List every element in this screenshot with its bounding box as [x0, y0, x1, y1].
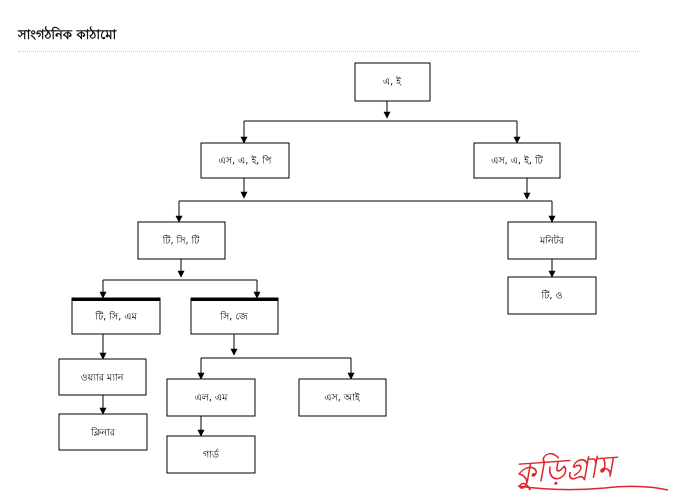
node-label: এল, এম — [195, 393, 229, 404]
node-label: গার্ড — [203, 449, 220, 461]
node-label: টি, ও — [541, 289, 563, 302]
node-saep: এস, এ, ই, পি — [200, 142, 290, 179]
node-label: টি, সি, টি — [162, 234, 201, 247]
node-wireman: ওয়্যার ম্যান — [58, 358, 147, 396]
node-guard: গার্ড — [166, 435, 256, 474]
node-cleaner: ক্লিনার — [58, 413, 148, 451]
node-label: এস, এ, ই, পি — [219, 155, 273, 167]
node-label: সি, জে — [219, 311, 249, 323]
node-label: ওয়্যার ম্যান — [81, 373, 125, 384]
title-divider — [18, 51, 640, 52]
node-label: এ, ই — [383, 76, 402, 88]
signature-text: কুড়িগ্রাম — [514, 448, 620, 492]
connector-lines — [99, 101, 556, 437]
node-label: এস, এ, ই, টি — [491, 154, 544, 167]
node-to: টি, ও — [507, 276, 597, 315]
node-monitor: মনিটর — [507, 221, 597, 260]
node-label: ক্লিনার — [90, 427, 116, 439]
node-ae: এ, ই — [354, 62, 431, 102]
signature-stamp: কুড়িগ্রাম — [514, 448, 669, 492]
node-lm: এল, এম — [166, 378, 256, 417]
page-title: সাংগঠনিক কাঠামো — [18, 28, 117, 43]
node-saet: এস, এ, ই, টি — [473, 142, 561, 179]
node-label: মনিটর — [539, 234, 565, 247]
node-label: এস, আই — [324, 392, 361, 404]
node-tcm: টি, সি, এম — [71, 297, 161, 335]
signature-underline — [517, 485, 669, 491]
node-label: টি, সি, এম — [94, 310, 137, 323]
node-si: এস, আই — [298, 378, 387, 417]
node-tct: টি, সি, টি — [137, 221, 226, 260]
node-cj: সি, জে — [190, 297, 279, 335]
